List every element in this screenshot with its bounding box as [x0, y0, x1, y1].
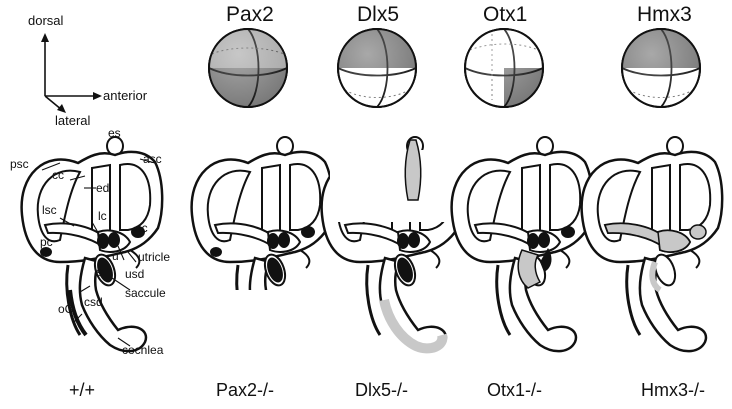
sphere-otx1 — [465, 29, 543, 107]
ear-otx1-mutant — [452, 137, 593, 351]
anat-label-lc: lc — [98, 210, 107, 222]
anat-label-ac: ac — [135, 222, 148, 234]
sphere-hmx3 — [622, 29, 700, 107]
anat-label-u: u — [112, 250, 119, 262]
anat-label-usd: usd — [125, 268, 144, 280]
axis-label-lateral: lateral — [55, 114, 90, 127]
gene-label-dlx5: Dlx5 — [357, 4, 399, 25]
anat-label-s: s — [96, 266, 102, 278]
orientation-axes — [41, 33, 102, 113]
ear-dlx5-mutant — [322, 137, 465, 351]
genotype-label-wildtype: +/+ — [69, 381, 95, 399]
genotype-label-pax2: Pax2-/- — [216, 381, 274, 399]
anat-label-csd: csd — [84, 296, 103, 308]
anat-label-saccule: saccule — [125, 287, 166, 299]
anat-label-psc: psc — [10, 158, 29, 170]
gene-label-hmx3: Hmx3 — [637, 4, 692, 25]
ear-hmx3-mutant — [582, 137, 723, 351]
anat-label-oc: oC — [58, 303, 73, 315]
sphere-dlx5 — [338, 29, 416, 107]
anat-label-es: es — [108, 127, 121, 139]
anat-label-lsc: lsc — [42, 204, 57, 216]
anat-label-ed: ed — [96, 182, 109, 194]
anat-label-pc: pc — [40, 236, 53, 248]
genotype-label-hmx3: Hmx3-/- — [641, 381, 705, 399]
anat-label-asc: asc — [143, 153, 162, 165]
gene-label-pax2: Pax2 — [226, 4, 274, 25]
anat-label-cochlea: cochlea — [122, 344, 163, 356]
genotype-label-otx1: Otx1-/- — [487, 381, 542, 399]
axis-label-dorsal: dorsal — [28, 14, 63, 27]
gene-label-otx1: Otx1 — [483, 4, 527, 25]
ear-pax2-mutant — [192, 137, 333, 360]
sphere-pax2 — [209, 29, 287, 107]
anat-label-utricle: utricle — [138, 251, 170, 263]
axis-label-anterior: anterior — [103, 89, 147, 102]
genotype-label-dlx5: Dlx5-/- — [355, 381, 408, 399]
anat-label-cc: cc — [52, 169, 64, 181]
